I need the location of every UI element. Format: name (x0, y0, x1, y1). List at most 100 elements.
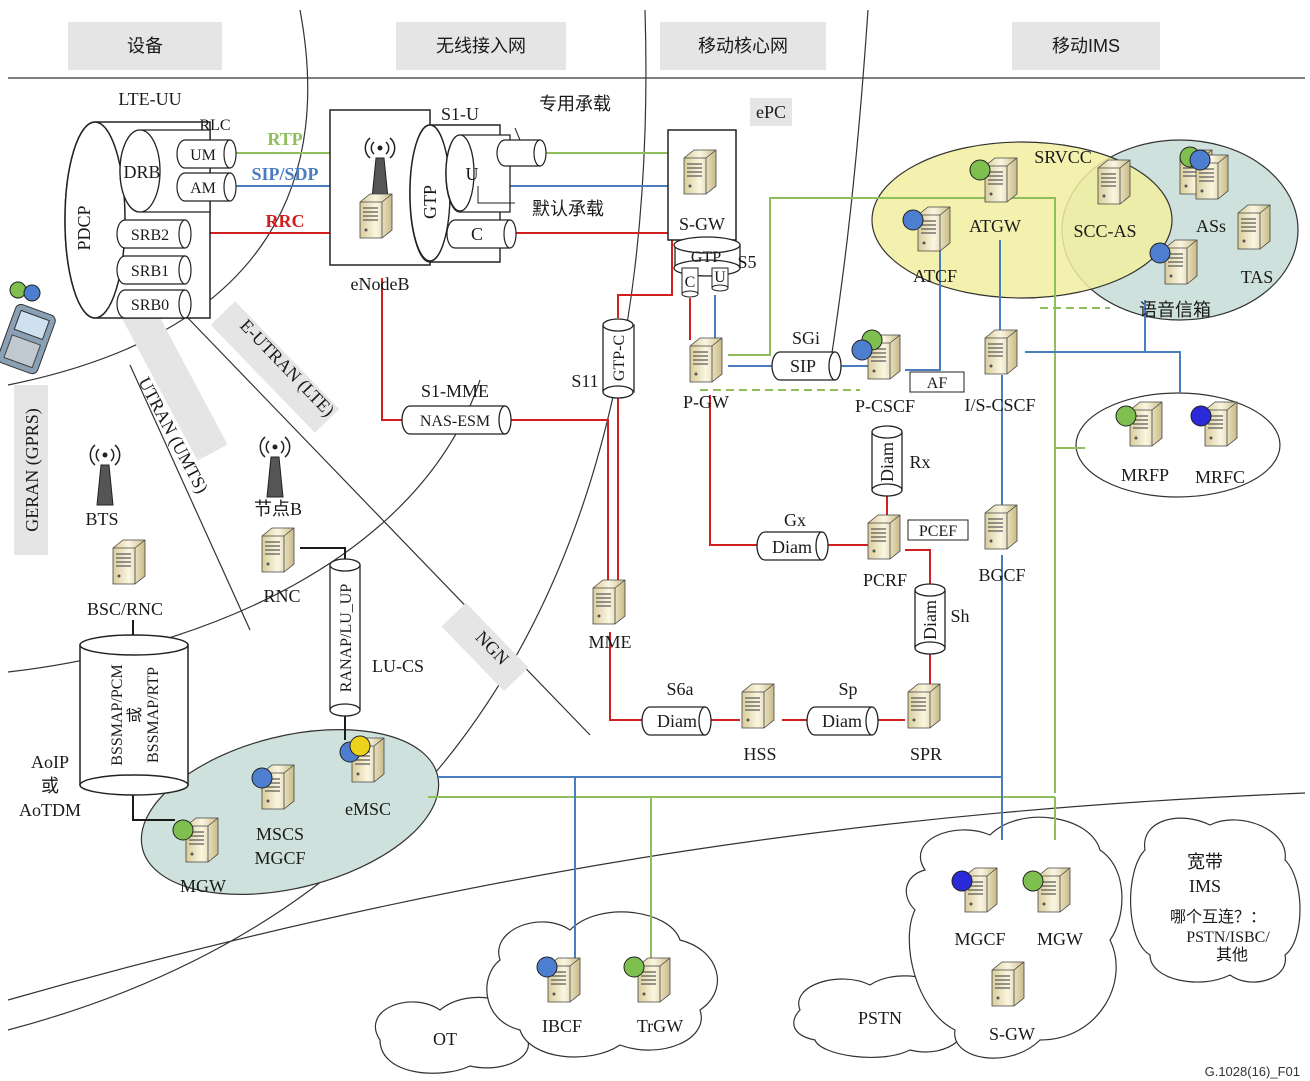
sip-sdp-label: SIP/SDP (251, 164, 318, 184)
broadband-ims-label: IMS (1189, 876, 1221, 896)
srvcc-ellipse (871, 141, 1173, 299)
pgw-label: P-GW (683, 392, 729, 412)
pcscf-label: P-CSCF (855, 396, 915, 416)
atgw-label: ATGW (969, 216, 1021, 236)
s6a-diam-pipe (641, 706, 706, 736)
broadband-cloud (1130, 817, 1301, 983)
bts-label: BTS (85, 509, 118, 529)
s1u-label: S1-U (441, 104, 479, 124)
sp-label: Sp (838, 679, 857, 699)
rx-diam-label: Diam (877, 442, 897, 482)
srb0-label: SRB0 (131, 297, 169, 314)
gx-diam-pipe (756, 531, 823, 561)
sh-diam-label: Diam (920, 600, 940, 640)
header-ims: 移动IMS (1052, 36, 1120, 56)
lu-cs-label: LU-CS (372, 656, 424, 676)
header-ran: 无线接入网 (436, 36, 526, 56)
s5-c-label: C (685, 274, 696, 291)
af-label: AF (927, 375, 948, 392)
s6a-label: S6a (667, 679, 694, 699)
cloud-mgcf-label: MGCF (954, 929, 1005, 949)
header-core-box (660, 22, 826, 70)
pstn-label: PSTN (858, 1008, 902, 1028)
header-bar: 设备 无线接入网 移动核心网 移动IMS (8, 22, 1305, 79)
srb1-cylinder (116, 255, 186, 285)
broadband-label: 宽带 (1187, 852, 1223, 872)
trgw-label: TrGW (637, 1016, 683, 1036)
bssmap-or-label: 或 (126, 707, 144, 723)
ibcf-label: IBCF (542, 1016, 582, 1036)
bgcf-label: BGCF (978, 565, 1025, 585)
sgi-sip-pipe (771, 351, 836, 381)
srb2-label: SRB2 (131, 227, 169, 244)
other-label: 其他 (1216, 946, 1248, 964)
cloud-nodes: IBCF TrGW OT PSTN MGCF MGW S-GW 宽带 IMS 哪… (433, 852, 1270, 1049)
epc: ePC S-GW GTP C U S5 P-GW SGi SIP S11 GTP… (401, 98, 970, 764)
s6a-diam-label: Diam (657, 711, 697, 731)
dedicated-bearer-pipe (496, 139, 541, 167)
gtp-c-cylinder (446, 219, 511, 249)
node-b-label: 节点B (254, 499, 302, 519)
ot-label: OT (433, 1029, 457, 1049)
header-ran-box (396, 22, 566, 70)
pcrf-label: PCRF (863, 570, 907, 590)
mrfc-label: MRFC (1195, 467, 1245, 487)
tas-label: TAS (1241, 267, 1274, 287)
am-cylinder (176, 172, 231, 202)
sh-label: Sh (950, 606, 969, 626)
mrf-ellipse (1075, 392, 1281, 498)
sgi-sip-label: SIP (790, 356, 816, 376)
core-ims-boundary (827, 9, 869, 381)
hss-label: HSS (743, 744, 776, 764)
um-label: UM (190, 147, 216, 164)
aoip-label: AoIP (31, 752, 69, 772)
mrfp-label: MRFP (1121, 465, 1169, 485)
gtp-c-label: C (471, 224, 483, 244)
rrc-label: RRC (266, 211, 305, 231)
pstn-isbc-label: PSTN/ISBC/ (1186, 929, 1270, 946)
s5-label: S5 (737, 252, 756, 272)
gx-label: Gx (784, 510, 806, 530)
ims-nodes: SRVCC ATGW ATCF SCC-AS ASs TAS 语音信箱 P-CS… (851, 146, 1274, 585)
sgw-label: S-GW (679, 214, 725, 234)
bottom-boundary (7, 792, 1306, 1001)
sp-diam-pipe (806, 706, 873, 736)
enodeb: eNodeB S1-U GTP U C 专用承载 默认承载 (329, 94, 611, 294)
scc-as-label: SCC-AS (1073, 221, 1136, 241)
voicemail-label: 语音信箱 (1139, 300, 1211, 320)
spr-label: SPR (910, 744, 942, 764)
s1-mme-label: S1-MME (421, 381, 489, 401)
rtp-label: RTP (267, 129, 302, 149)
geran-utran-divider (129, 364, 251, 631)
nas-esm-pipe (401, 405, 506, 435)
bssmap-pcm-label: BSSMAP/PCM (109, 664, 126, 765)
gtp-u-label: U (466, 164, 479, 184)
figure-caption: G.1028(16)_F01 (1205, 1064, 1300, 1079)
drb-label: DRB (123, 162, 160, 182)
emsc-label: eMSC (345, 799, 391, 819)
mobile-phone-icon (0, 303, 56, 375)
sgi-label: SGi (792, 328, 820, 348)
srb1-label: SRB1 (131, 263, 169, 280)
section-geran: GERAN (GPRS) (22, 408, 43, 532)
ibcf-cloud (486, 911, 718, 1058)
aoip-or-label: 或 (41, 776, 59, 796)
ue-blue-dot (23, 284, 41, 302)
atcf-label: ATCF (913, 266, 957, 286)
s5-gtp-label: GTP (691, 249, 721, 266)
cloud-mgw-label: MGW (1037, 929, 1083, 949)
cloud-sgw-label: S-GW (989, 1024, 1035, 1044)
legacy-access: BTS 节点B BSC/RNC RNC BSSMAP/PCM 或 BSSMAP/… (19, 436, 424, 896)
mme-label: MME (588, 632, 631, 652)
msc-mgw-label: MGW (180, 876, 226, 896)
mscs-mgcf-label: MGCF (254, 848, 305, 868)
dedicated-bearer-label: 专用承载 (539, 94, 611, 114)
gtp-label: GTP (420, 185, 440, 219)
um-cylinder (176, 139, 231, 169)
s5-u-label: U (714, 269, 726, 286)
bsc-rnc-label: BSC/RNC (87, 599, 163, 619)
mscs-label: MSCS (256, 824, 304, 844)
s11-label: S11 (571, 371, 598, 391)
ranap-label: RANAP/LU_UP (338, 584, 355, 693)
